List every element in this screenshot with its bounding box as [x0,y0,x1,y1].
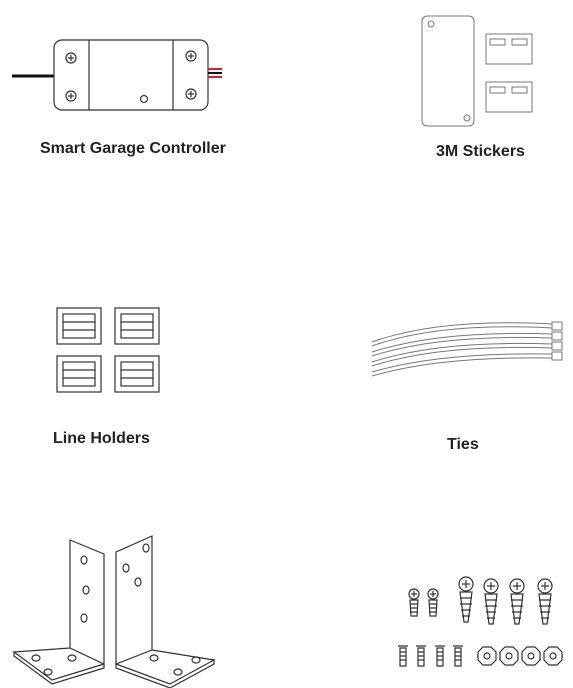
item-label-stickers: 3M Stickers [436,143,525,160]
item-label-controller: Smart Garage Controller [40,140,226,157]
item-label-ties: Ties [447,436,479,453]
item-label-line-holders: Line Holders [53,430,150,447]
